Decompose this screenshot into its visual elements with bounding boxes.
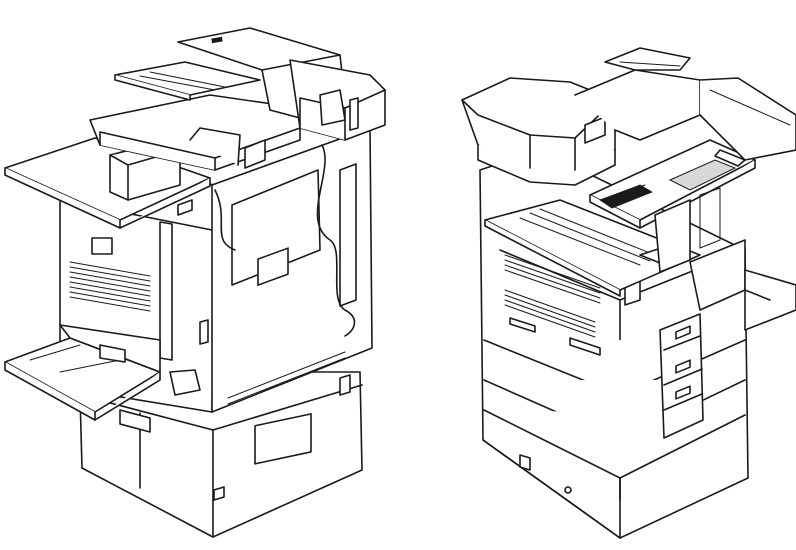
power-cable [316, 144, 356, 337]
left-rear-label [91, 237, 113, 255]
left-bottom-cabinet [79, 371, 363, 538]
copier-right-front-view [461, 47, 796, 539]
right-feeder-top-tray [604, 47, 691, 71]
left-output-tray [114, 61, 261, 96]
control-panel-keypad [599, 184, 653, 209]
left-document-feeder [177, 27, 386, 141]
right-paper-drawers [483, 313, 746, 501]
copier-left-rear-view [4, 27, 386, 538]
right-document-feeder [461, 47, 796, 186]
right-side-tray [744, 269, 796, 331]
left-side-grille [227, 351, 346, 405]
left-rear-vents [69, 261, 151, 312]
left-upper-body [89, 61, 301, 171]
right-front-handle [509, 317, 536, 333]
right-front-vents [504, 254, 601, 338]
control-panel-display [668, 159, 737, 191]
right-side-panel [654, 187, 721, 273]
left-side-plate [231, 169, 321, 286]
left-extension-shelf [4, 137, 211, 229]
left-bypass-tray [4, 324, 201, 421]
